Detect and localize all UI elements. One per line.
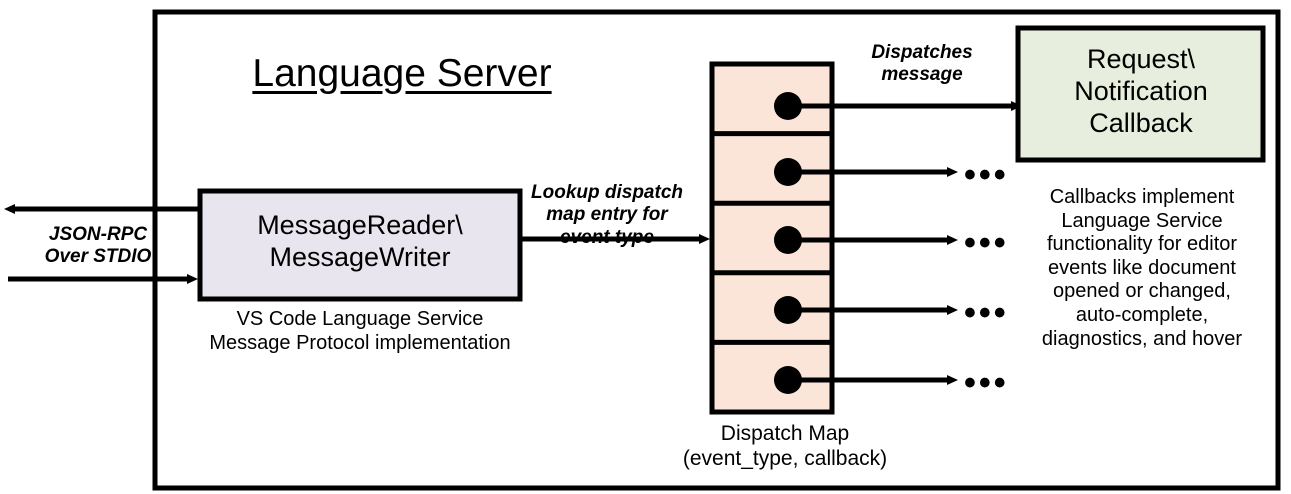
dispatch-map-dot-4 <box>774 366 802 394</box>
message-reader-writer-caption: VS Code Language Service Message Protoco… <box>209 308 511 354</box>
callback-box-caption: Callbacks implement Language Service fun… <box>1041 186 1243 350</box>
dispatch-map-dot-1 <box>774 158 802 186</box>
lookup-dispatch-label: Lookup dispatch map entry for event type <box>531 182 683 248</box>
dispatch-ellipsis-2: ••• <box>964 294 1009 332</box>
dispatch-map-dot-2 <box>774 226 802 254</box>
dispatch-ellipsis-0: ••• <box>964 156 1009 194</box>
page-title: Language Server <box>252 52 552 95</box>
dispatch-map-dot-3 <box>774 296 802 324</box>
callback-box-label: Request\ Notification Callback <box>1074 44 1208 138</box>
dispatch-ellipsis-1: ••• <box>964 224 1009 262</box>
message-reader-writer-box <box>197 188 523 302</box>
request-notification-callback-box <box>1015 25 1266 163</box>
message-reader-writer-label: MessageReader\ MessageWriter <box>257 210 463 272</box>
dispatch-ellipsis-3: ••• <box>964 364 1009 402</box>
dispatches-message-label: Dispatches message <box>871 42 973 86</box>
dispatch-map-dot-0 <box>774 92 802 120</box>
json-rpc-transport-label: JSON-RPC Over STDIO <box>44 224 152 268</box>
language-server-container <box>152 9 1281 491</box>
dispatch-map-caption: Dispatch Map (event_type, callback) <box>682 422 888 470</box>
